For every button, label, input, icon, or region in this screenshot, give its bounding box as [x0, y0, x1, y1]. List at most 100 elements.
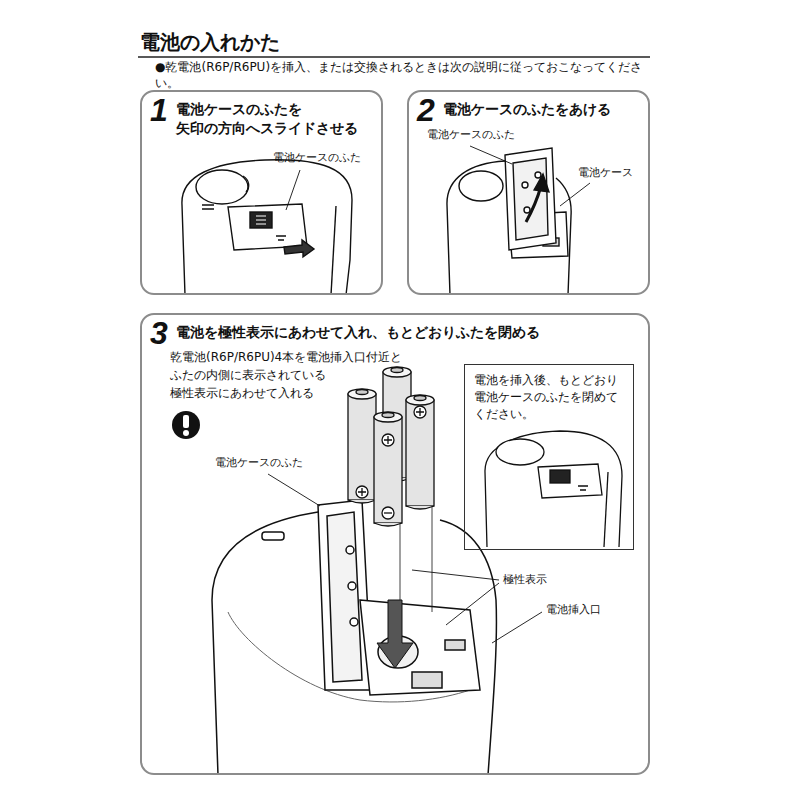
- device-figure: [228, 204, 307, 250]
- device-figure: [412, 672, 442, 688]
- battery-figure: [348, 389, 376, 399]
- leader-line: [268, 474, 320, 506]
- part-label: 電池ケースのふた: [427, 128, 527, 143]
- leader-line: [286, 170, 300, 210]
- inset-note: 電池を挿入後、もとどおり 電池ケースのふたを閉めてください。: [474, 372, 624, 423]
- leader-line: [412, 570, 499, 580]
- device-figure: [212, 500, 496, 775]
- device-figure: [276, 236, 286, 240]
- device-figure: [284, 240, 314, 257]
- intro-note: ●乾電池(R6P/R6PU)を挿入、または交換されるときは次の説明に従っておこな…: [155, 59, 660, 91]
- step-number: 1: [150, 94, 168, 126]
- device-figure: [327, 512, 362, 682]
- battery-figure: [383, 367, 411, 377]
- battery-figure: [348, 394, 376, 500]
- device-figure: [550, 470, 570, 483]
- step-heading: 電池ケースのふたをあける: [443, 100, 638, 119]
- battery-figure: [358, 488, 366, 496]
- step-heading: 電池ケースのふたを 矢印の方向へスライドさせる: [176, 100, 371, 138]
- battery-figure: [348, 500, 376, 503]
- step-panel: 1電池ケースのふたを 矢印の方向へスライドさせる: [140, 90, 383, 295]
- device-figure: [182, 160, 352, 295]
- part-label: 電池ケースのふた: [215, 456, 315, 471]
- insert-arrow: [377, 600, 413, 668]
- battery-figure: [391, 368, 403, 373]
- device-figure: [447, 161, 505, 295]
- leader-line: [446, 583, 499, 625]
- part-label: 電池ケース: [578, 166, 644, 181]
- device-figure: [535, 172, 541, 178]
- battery-figure: [406, 506, 434, 509]
- device-figure: [513, 158, 548, 240]
- leader-line: [492, 612, 542, 643]
- device-figure: [445, 640, 465, 650]
- device-figure: [459, 171, 503, 201]
- device-figure: [538, 464, 602, 498]
- device-figure: [534, 174, 549, 192]
- device-figure: [524, 207, 530, 213]
- device-figure: [202, 205, 214, 209]
- instruction-note: 乾電池(R6P/R6PU)4本を電池挿入口付近と ふたの内側に表示されている 極…: [170, 348, 432, 402]
- device-figure: [485, 431, 622, 547]
- page-title: 電池の入れかた: [140, 30, 280, 54]
- device-figure: [360, 600, 480, 695]
- warning-icon: [172, 411, 200, 439]
- step-number: 2: [417, 94, 435, 126]
- device-figure: [243, 176, 249, 192]
- title-rule: [138, 56, 650, 58]
- device-figure: [256, 216, 266, 224]
- device-figure: [348, 582, 356, 590]
- device-figure: [485, 431, 622, 547]
- part-label: 電池挿入口: [546, 603, 616, 618]
- battery-figure: [414, 406, 426, 418]
- battery-figure: [382, 507, 394, 519]
- device-figure: [604, 472, 608, 547]
- title-rule: [138, 57, 650, 58]
- inset-box: 電池を挿入後、もとどおり 電池ケースのふたを閉めてください。: [464, 364, 634, 550]
- device-figure: [447, 148, 571, 295]
- part-label: 極性表示: [503, 573, 563, 588]
- battery-figure: [374, 417, 402, 523]
- device-figure: [496, 439, 544, 465]
- device-figure: [505, 148, 556, 250]
- device-figure: [526, 186, 541, 222]
- device-figure: [262, 532, 284, 540]
- battery-figure: [406, 400, 434, 506]
- battery-figure: [374, 412, 402, 422]
- device-figure: [522, 182, 528, 188]
- device-figure: [318, 500, 372, 690]
- battery-figure: [356, 486, 368, 498]
- warning-icon: [183, 415, 189, 428]
- device-figure: [350, 618, 358, 626]
- warning-icon: [183, 430, 189, 436]
- battery-figure: [384, 436, 392, 444]
- device-figure: [182, 160, 352, 295]
- part-label: 電池ケースのふた: [273, 151, 373, 166]
- battery-figure: [382, 413, 394, 418]
- insert-arrow: [377, 600, 413, 668]
- device-figure: [250, 212, 272, 228]
- leader-line: [286, 170, 300, 210]
- battery-figure: [432, 505, 433, 612]
- battery-figure: [374, 523, 402, 526]
- battery-figure: [384, 512, 392, 513]
- leader-line: [470, 146, 590, 206]
- battery-figure: [406, 395, 434, 405]
- step-number: 3: [150, 317, 168, 349]
- leader-line: [470, 146, 512, 164]
- device-figure: [331, 206, 336, 295]
- step-heading: 電池を極性表示にあわせて入れ、もとどおりふたを閉める: [176, 323, 638, 342]
- battery-figure: [414, 396, 426, 401]
- battery-figure: [382, 434, 394, 446]
- step-panel: 電池を挿入後、もとどおり 電池ケースのふたを閉めてください。 3 電池を極性表示にあ…: [140, 313, 650, 775]
- battery-figure: [348, 367, 434, 612]
- device-figure: [196, 170, 248, 204]
- device-figure: [346, 546, 354, 554]
- device-figure: [212, 512, 318, 775]
- leader-line: [560, 183, 590, 206]
- step-panel: 2 電池ケースのふたをあける: [407, 90, 650, 295]
- battery-figure: [416, 408, 424, 416]
- warning-icon: [172, 411, 200, 439]
